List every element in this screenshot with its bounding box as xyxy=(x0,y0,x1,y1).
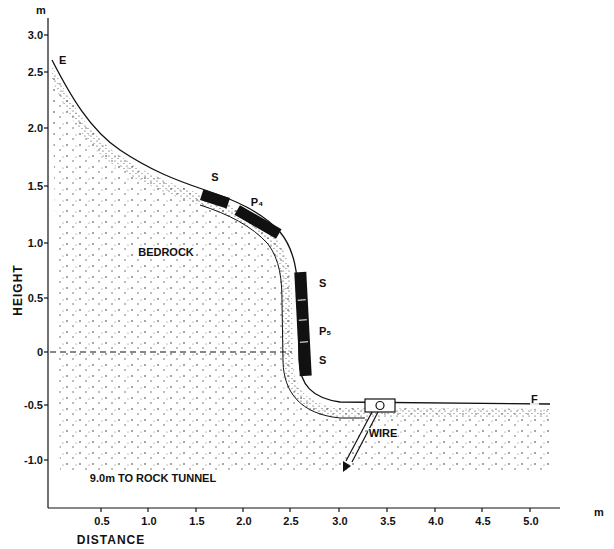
part-label: WIRE xyxy=(368,428,399,439)
tick-label: 1.5 xyxy=(27,181,44,192)
tick-label: 3.0 xyxy=(27,30,44,41)
tick-label: 0.5 xyxy=(27,293,44,304)
axis-unit: m xyxy=(593,507,605,518)
tick-label: 4.5 xyxy=(474,516,491,527)
axis-unit: m xyxy=(35,5,47,16)
tick-label: -1.0 xyxy=(23,455,44,466)
point-label: F xyxy=(530,394,539,405)
tick-label: 1.0 xyxy=(27,238,44,249)
s-plate xyxy=(200,189,230,208)
tick-label: 1.0 xyxy=(140,516,157,527)
bedrock-stipple xyxy=(52,66,550,470)
tick-label: 5.0 xyxy=(522,516,539,527)
region-label: BEDROCK xyxy=(137,247,195,258)
tick-label: 1.5 xyxy=(188,516,205,527)
tick-label: 2.5 xyxy=(27,67,44,78)
note: 9.0m TO ROCK TUNNEL xyxy=(89,473,217,484)
bedrock-top xyxy=(200,205,365,418)
point-label: E xyxy=(58,55,67,66)
part-label: S xyxy=(210,172,219,183)
panel-p5 xyxy=(294,272,311,376)
tick-label: 2.0 xyxy=(235,516,252,527)
surface-stipple xyxy=(52,66,550,418)
tick-label: 3.5 xyxy=(379,516,396,527)
axis-title: DISTANCE xyxy=(76,534,146,546)
panel-p4 xyxy=(234,205,281,239)
axis-title: HEIGHT xyxy=(12,263,24,316)
part-label: S xyxy=(318,355,327,366)
tick-label: 4.0 xyxy=(427,516,444,527)
tick-label: 2.5 xyxy=(282,516,299,527)
tick-label: 0 xyxy=(36,347,44,358)
bed-surface xyxy=(52,60,550,404)
part-label: P₅ xyxy=(318,326,332,337)
tick-label: 0.5 xyxy=(93,516,110,527)
tick-label: 3.0 xyxy=(331,516,348,527)
tick-label: -0.5 xyxy=(23,400,44,411)
datum-line xyxy=(50,352,292,353)
axes xyxy=(44,18,560,512)
tick-label: 2.0 xyxy=(27,123,44,134)
part-label: S xyxy=(318,278,327,289)
part-label: P₄ xyxy=(250,197,265,208)
